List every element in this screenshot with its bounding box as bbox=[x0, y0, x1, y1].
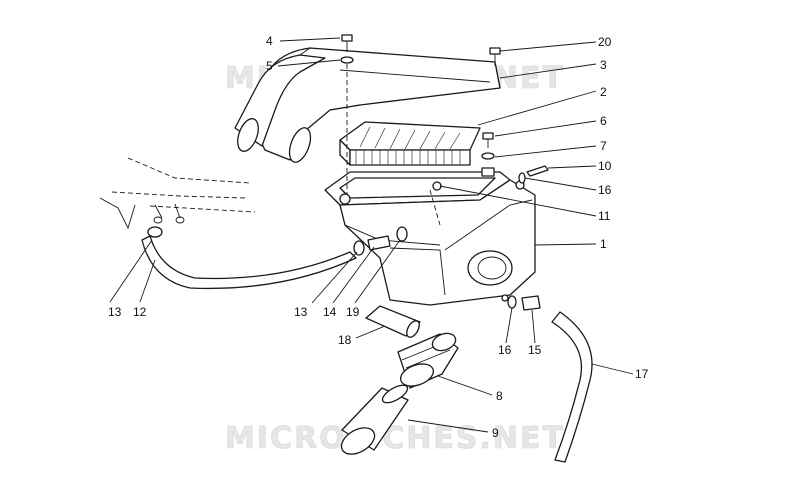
callout-16-upper: 16 bbox=[598, 183, 612, 197]
callout-12: 12 bbox=[133, 305, 147, 319]
callout-18: 18 bbox=[338, 333, 352, 347]
callout-1: 1 bbox=[600, 237, 607, 251]
filter-frame bbox=[324, 171, 511, 206]
intake-duct bbox=[234, 47, 501, 163]
callout-13-left: 13 bbox=[108, 305, 122, 319]
callout-10: 10 bbox=[598, 159, 612, 173]
filter-element bbox=[339, 121, 481, 166]
callout-20: 20 bbox=[598, 35, 612, 49]
callout-13-center: 13 bbox=[294, 305, 308, 319]
intake-horn bbox=[340, 384, 409, 455]
drain-hose bbox=[551, 311, 593, 463]
callout-5: 5 bbox=[266, 59, 273, 73]
callout-8: 8 bbox=[496, 389, 503, 403]
callout-17: 17 bbox=[635, 367, 649, 381]
callout-3: 3 bbox=[600, 58, 607, 72]
frame-outline bbox=[99, 157, 256, 230]
callout-19: 19 bbox=[346, 305, 360, 319]
callout-4: 4 bbox=[266, 34, 273, 48]
leader-lines bbox=[109, 37, 634, 433]
callout-11: 11 bbox=[598, 209, 611, 223]
callout-7: 7 bbox=[600, 139, 607, 153]
air-box bbox=[339, 179, 536, 306]
callout-6: 6 bbox=[600, 114, 607, 128]
rubber-boot bbox=[397, 332, 459, 389]
watermark-bottom: MICROFICHES.NET bbox=[225, 421, 565, 456]
callout-9: 9 bbox=[492, 426, 499, 440]
fasteners bbox=[340, 34, 549, 311]
intake-sleeve bbox=[365, 305, 421, 338]
breather-hose bbox=[141, 226, 357, 290]
callout-16-lower: 16 bbox=[498, 343, 512, 357]
callout-numbers: 4 5 20 3 2 6 7 10 16 11 1 13 12 13 14 19… bbox=[108, 34, 649, 440]
callout-2: 2 bbox=[600, 85, 607, 99]
callout-15: 15 bbox=[528, 343, 542, 357]
callout-14: 14 bbox=[323, 305, 337, 319]
